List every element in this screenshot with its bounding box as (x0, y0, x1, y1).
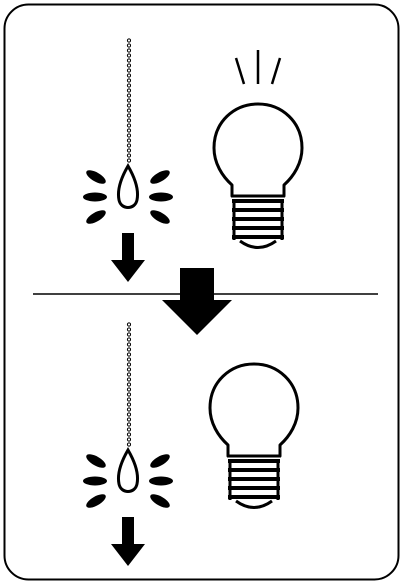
diagram-canvas (0, 0, 403, 584)
pull-chain-instruction-diagram (0, 0, 403, 584)
